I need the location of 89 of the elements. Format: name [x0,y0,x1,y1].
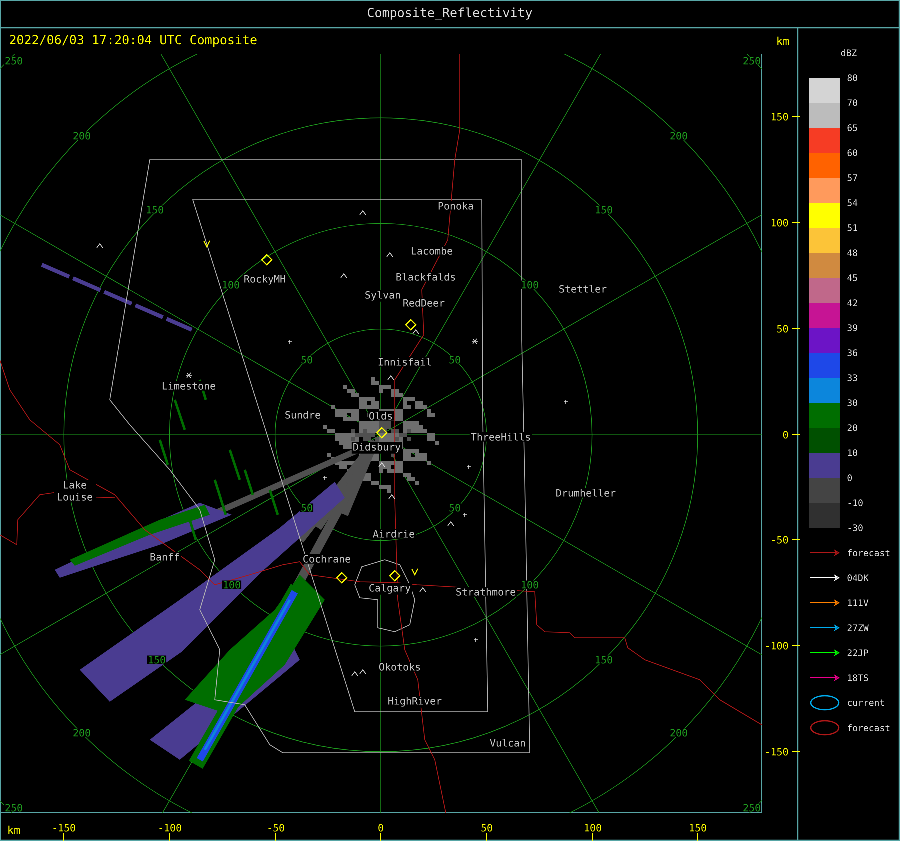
range-label: 200 [72,132,92,140]
tick-label: 50 [777,325,788,333]
legend-label: 04DK [848,574,869,582]
legend-label: 54 [848,200,858,206]
tick-label: 150 [772,113,788,121]
range-label: 250 [4,804,24,812]
legend-label: 51 [848,224,858,232]
legend-label: -10 [848,500,863,506]
range-label: 50 [300,504,314,512]
place-label: Strathmore [454,587,518,597]
place-label: Airdrie [372,529,416,539]
legend-label: 10 [848,450,858,456]
range-label: 100 [221,280,241,290]
tick-label: -50 [268,824,284,832]
place-label: Olds [368,411,394,421]
place-label: Innisfail [376,357,434,367]
legend-label: 30 [848,400,858,406]
tick-label: 100 [585,824,602,832]
range-label: 250 [742,804,762,812]
legend-label: 20 [848,424,858,432]
unit-label: km [8,826,20,834]
place-label: Stettler [558,284,608,294]
range-label: 100 [520,580,540,590]
place-label: Cochrane [302,554,352,564]
timestamp-label: 2022/06/03 17:20:04 UTC Composite [10,34,257,48]
range-label: 200 [669,728,689,738]
tick-label: -100 [160,824,182,832]
tick-label: 150 [690,824,706,832]
tick-label: -150 [766,748,788,756]
place-label: Lacombe [410,246,454,256]
range-label: 200 [669,132,689,140]
range-label: 50 [300,356,314,364]
place-label: Limestone [160,381,218,391]
legend-label: 60 [848,150,858,156]
legend-label: 57 [848,174,858,182]
scale-label: -30 [848,524,863,532]
tick-label: 50 [482,824,492,832]
legend-label: 48 [848,250,858,256]
tick-label: -150 [54,824,76,832]
legend-label: 33 [848,374,858,382]
place-label: Sundre [284,410,322,420]
legend-label: forecast [848,550,890,556]
range-label: 150 [147,656,167,664]
place-label: Ponoka [436,201,476,211]
legend-label: 65 [848,124,858,132]
place-label: RedDeer [402,298,446,308]
tick-label: -100 [766,642,788,650]
legend-label: 111V [848,600,869,606]
place-label: Sylvan [364,290,402,302]
legend-label: 22JP [848,650,868,656]
place-label: Drumheller [554,488,618,498]
range-label: 50 [448,504,462,512]
place-label: HighRiver [386,696,444,708]
tick-label: 0 [378,824,384,832]
legend-label: 0 [848,474,852,482]
place-label: RockyMH [242,274,288,286]
range-label: 200 [72,728,92,738]
tick-label: 100 [772,219,788,227]
legend-label: 18TS [848,674,868,682]
place-label: ThreeHills [470,432,532,442]
range-label: 100 [222,580,242,590]
tick-label: -50 [772,536,788,544]
legend-label: 45 [848,274,858,282]
place-label: Lake Louise [54,480,96,502]
range-label: 250 [742,56,762,66]
legend-label: 70 [848,100,858,106]
legend-label: current [848,700,884,706]
range-label: 150 [594,206,614,214]
legend-label: 42 [848,300,858,306]
legend-label: forecast [848,724,890,732]
legend-label: 27ZW [848,624,869,632]
place-label: Blackfalds [394,272,458,282]
unit-label: km [778,36,790,46]
legend-label: 39 [848,324,858,332]
place-label: Didsbury [352,442,402,454]
chart-title: Composite_Reflectivity [368,8,532,20]
place-label: Vulcan [488,738,528,748]
range-label: 100 [520,280,540,290]
scale-label: dBZ [841,50,857,56]
range-label: 250 [4,56,24,66]
legend-label: 80 [848,74,858,82]
legend-label: 36 [848,350,858,356]
range-label: 150 [594,656,614,664]
place-label: Banff [148,552,182,562]
place-label: Calgary [368,583,412,595]
range-label: 150 [145,206,165,214]
tick-label: 0 [783,431,788,439]
place-label: Okotoks [378,662,422,672]
range-label: 50 [448,356,462,364]
